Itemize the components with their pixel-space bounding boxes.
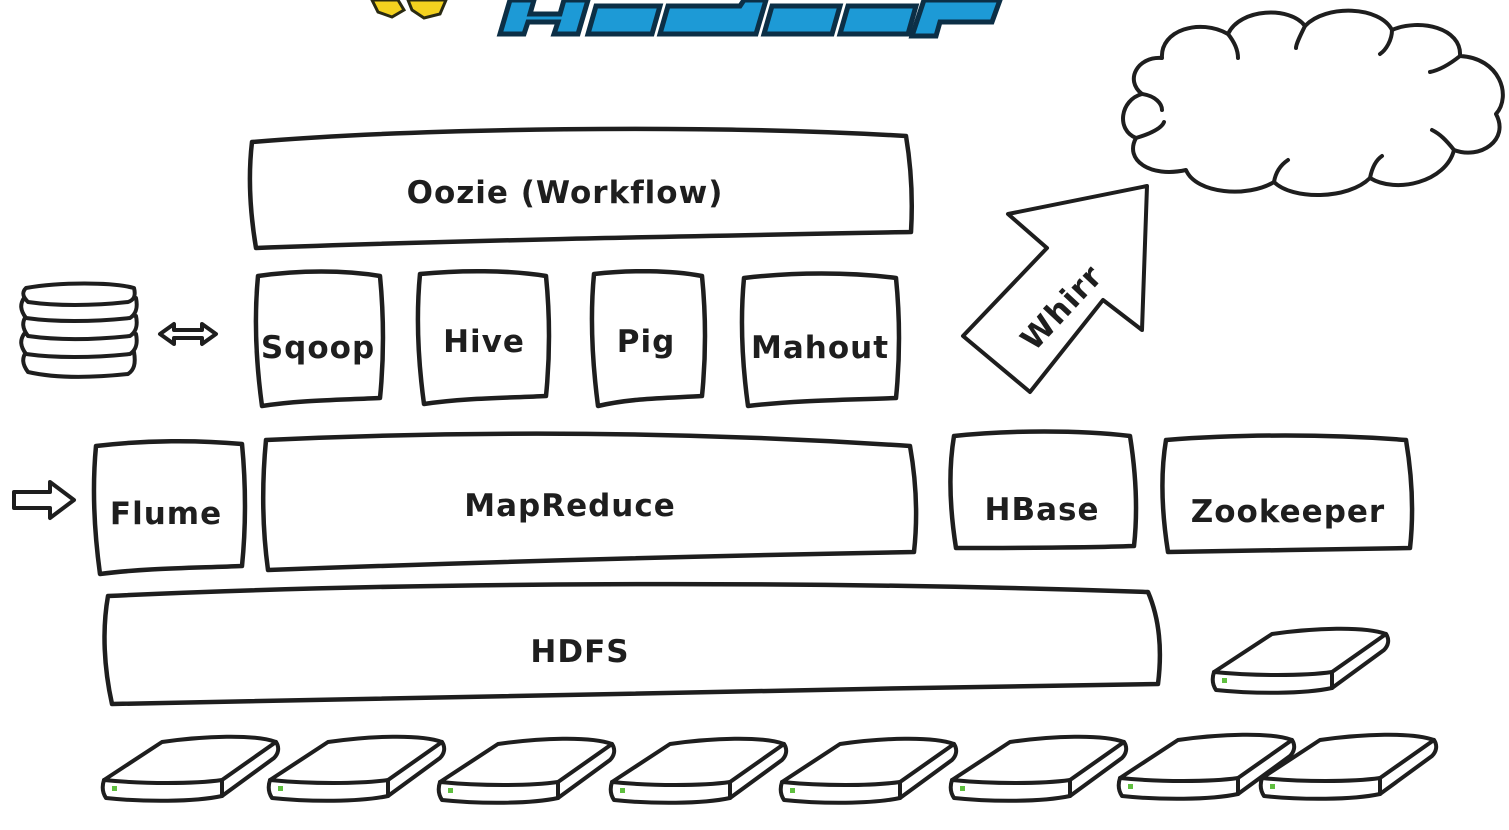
zookeeper-box[interactable]: Zookeeper [1160,433,1415,555]
hive-label: Hive [443,324,525,360]
hdfs-box[interactable]: HDFS [102,581,1163,707]
server-disk-icon [608,736,789,805]
zookeeper-label: Zookeeper [1191,494,1385,530]
oozie-box[interactable]: Oozie (Workflow) [247,126,914,251]
server-disk-icon [948,734,1129,803]
mapreduce-label: MapReduce [464,488,676,524]
sqoop-label: Sqoop [261,330,375,366]
hdfs-label: HDFS [530,634,629,670]
cloud-icon [1121,8,1505,198]
server-disk-icon [778,736,959,805]
flume-label: Flume [110,496,222,532]
oozie-label: Oozie (Workflow) [407,175,724,211]
sqoop-box[interactable]: Sqoop [253,269,386,409]
mahout-label: Mahout [751,330,889,366]
server-disk-icon [436,736,617,805]
whirr-arrow: Whirr [961,184,1149,394]
pig-box[interactable]: Pig [589,268,708,409]
double-arrow-icon [158,322,218,346]
database-stack-icon [19,281,139,379]
server-disk-icon [266,734,447,803]
flume-box[interactable]: Flume [91,438,248,577]
mahout-box[interactable]: Mahout [739,271,902,409]
mapreduce-box[interactable]: MapReduce [260,431,919,573]
hadoop-logo [370,0,1003,39]
hbase-box[interactable]: HBase [948,429,1139,551]
hive-box[interactable]: Hive [415,268,552,407]
server-disk-icon [100,734,281,803]
pig-label: Pig [617,324,676,360]
right-arrow-icon [12,480,76,520]
hbase-label: HBase [985,492,1100,528]
server-disk-icon [1210,626,1391,695]
